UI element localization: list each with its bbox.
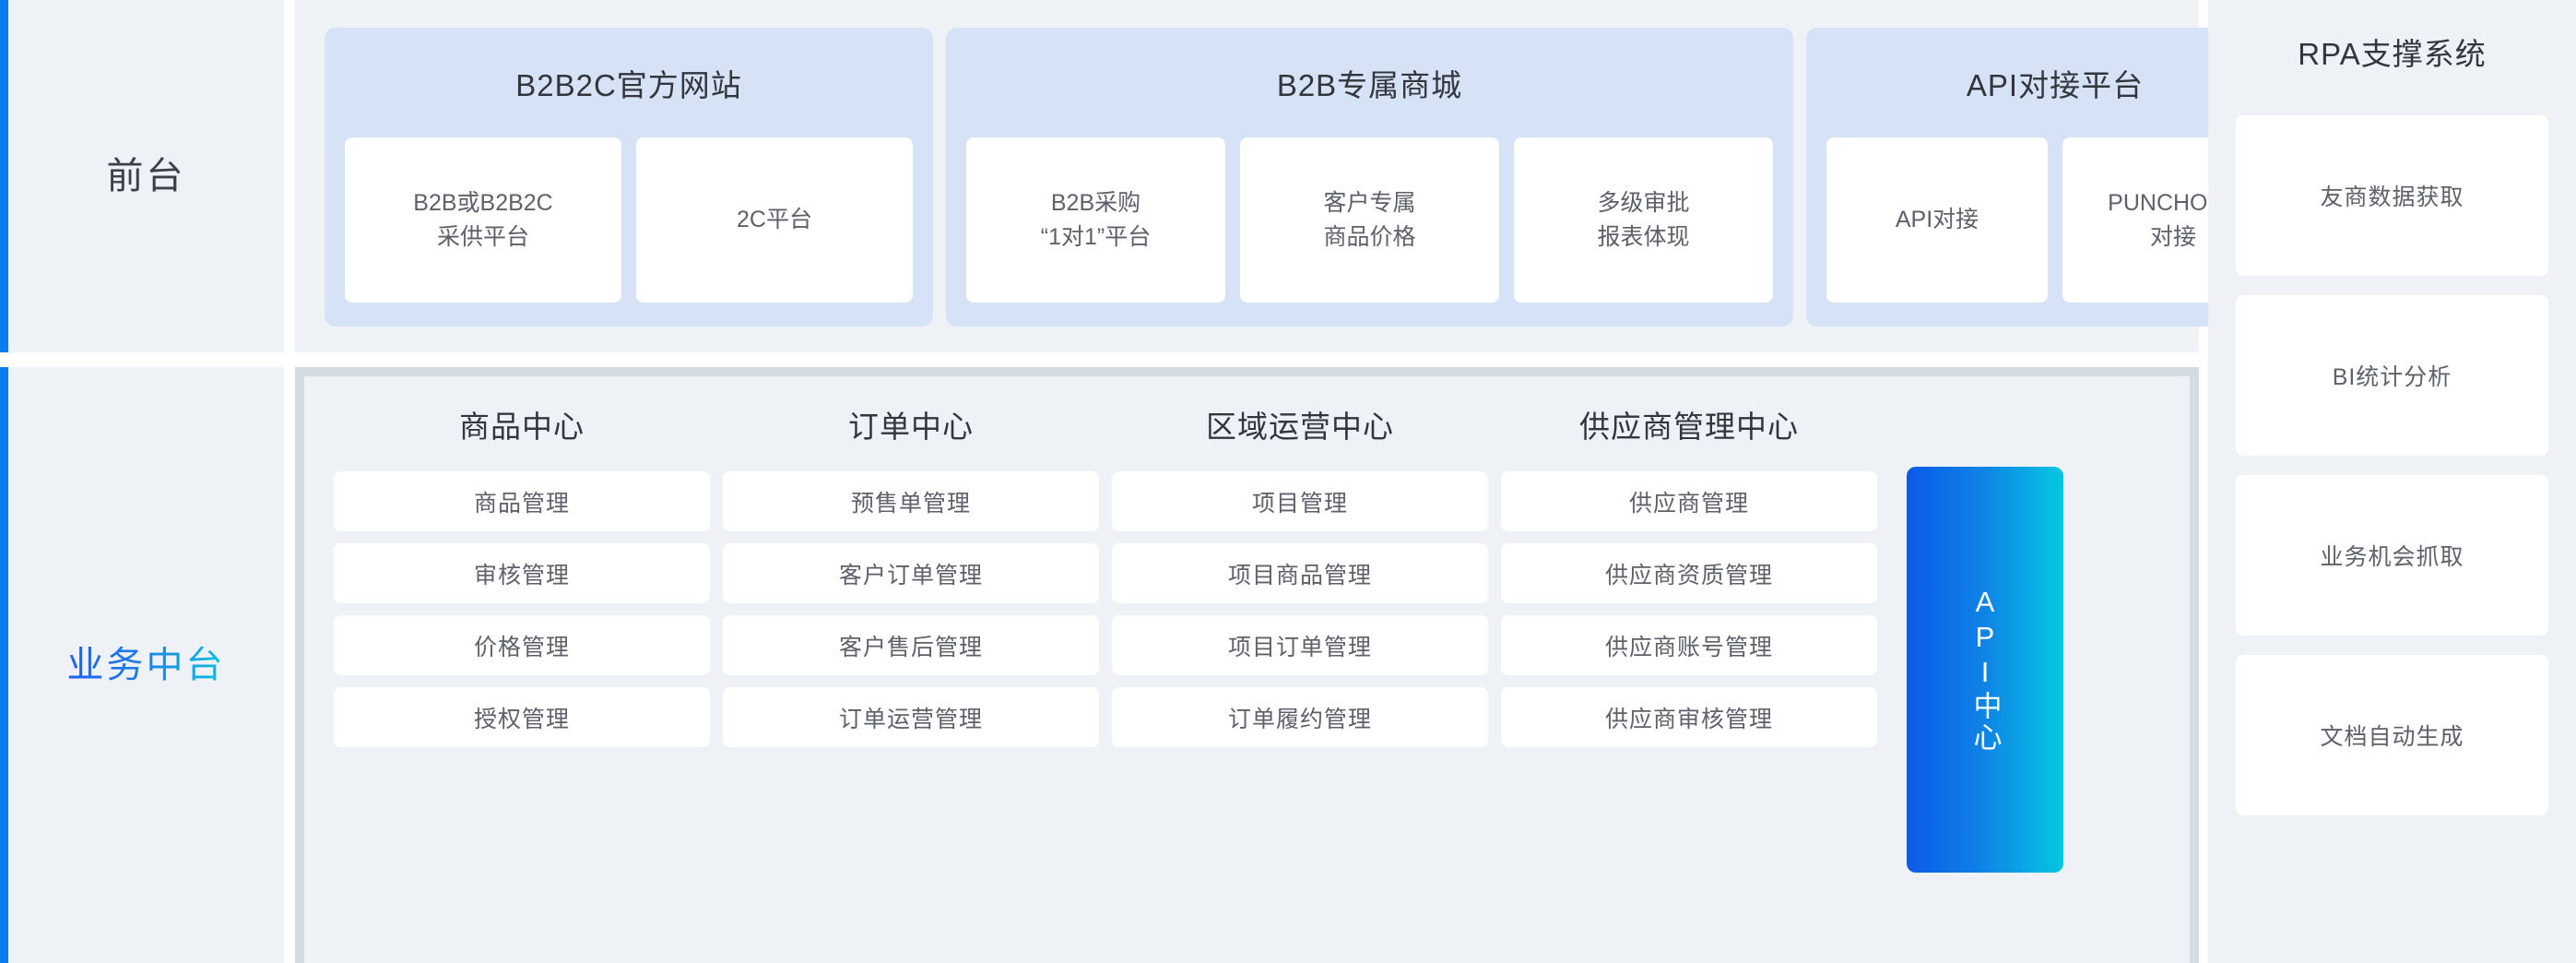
center-item-project-management[interactable]: 项目管理: [1112, 471, 1488, 531]
center-column-order: 订单中心 预售单管理 客户订单管理 客户售后管理 订单运营管理: [723, 400, 1099, 963]
center-item-customer-order-management[interactable]: 客户订单管理: [723, 543, 1099, 603]
center-item-order-fulfillment-management[interactable]: 订单履约管理: [1112, 687, 1488, 747]
center-title-product: 商品中心: [459, 410, 585, 444]
center-items-supplier-management: 供应商管理 供应商资质管理 供应商账号管理 供应商审核管理: [1501, 471, 1877, 747]
center-item-supplier-qualification-management[interactable]: 供应商资质管理: [1501, 543, 1877, 603]
center-item-audit-management[interactable]: 审核管理: [334, 543, 710, 603]
business-platform-band: 商品中心 商品管理 审核管理 价格管理 授权管理 订单中心 预售单管理 客户订单…: [295, 367, 2199, 963]
rpa-item-competitor-data-acquisition[interactable]: 友商数据获取: [2236, 115, 2548, 276]
center-item-supplier-account-management[interactable]: 供应商账号管理: [1501, 615, 1877, 675]
rpa-support-system-column: RPA支撑系统 友商数据获取 BI统计分析 业务机会抓取 文档自动生成: [2208, 0, 2576, 963]
api-hub-label: API中心: [1968, 586, 2002, 754]
tile-2c-platform[interactable]: 2C平台: [636, 137, 913, 303]
rail-front-office: 前台: [0, 0, 284, 352]
rpa-item-bi-statistical-analysis[interactable]: BI统计分析: [2236, 295, 2548, 456]
center-items-order: 预售单管理 客户订单管理 客户售后管理 订单运营管理: [723, 471, 1099, 747]
group-title-api-integration-platform: API对接平台: [1966, 68, 2145, 102]
rpa-item-business-opportunity-capture[interactable]: 业务机会抓取: [2236, 475, 2548, 636]
center-item-authorization-management[interactable]: 授权管理: [334, 687, 710, 747]
rail-label-front-office: 前台: [106, 156, 186, 196]
center-items-regional-operation: 项目管理 项目商品管理 项目订单管理 订单履约管理: [1112, 471, 1488, 747]
tile-multilevel-approval-report[interactable]: 多级审批报表体现: [1514, 137, 1773, 303]
rpa-title: RPA支撑系统: [2298, 37, 2487, 71]
rpa-items: 友商数据获取 BI统计分析 业务机会抓取 文档自动生成: [2236, 115, 2548, 815]
group-cards-b2b-exclusive-mall: B2B采购“1对1”平台 客户专属商品价格 多级审批报表体现: [966, 137, 1773, 303]
rail-business-platform: 业务中台: [0, 367, 284, 963]
center-item-supplier-management[interactable]: 供应商管理: [1501, 471, 1877, 531]
center-title-supplier-management: 供应商管理中心: [1579, 410, 1799, 444]
center-item-project-order-management[interactable]: 项目订单管理: [1112, 615, 1488, 675]
center-column-product: 商品中心 商品管理 审核管理 价格管理 授权管理: [334, 400, 710, 963]
tile-api-integration[interactable]: API对接: [1826, 137, 2048, 303]
center-title-order: 订单中心: [848, 410, 974, 444]
center-column-supplier-management: 供应商管理中心 供应商管理 供应商资质管理 供应商账号管理 供应商审核管理: [1501, 400, 1877, 963]
center-item-customer-aftersales-management[interactable]: 客户售后管理: [723, 615, 1099, 675]
center-item-product-management[interactable]: 商品管理: [334, 471, 710, 531]
api-hub-panel[interactable]: API中心: [1907, 467, 2063, 873]
tile-customer-exclusive-price[interactable]: 客户专属商品价格: [1240, 137, 1499, 303]
center-item-presale-order-management[interactable]: 预售单管理: [723, 471, 1099, 531]
center-column-regional-operation: 区域运营中心 项目管理 项目商品管理 项目订单管理 订单履约管理: [1112, 400, 1488, 963]
center-item-supplier-audit-management[interactable]: 供应商审核管理: [1501, 687, 1877, 747]
center-item-price-management[interactable]: 价格管理: [334, 615, 710, 675]
group-b2b-exclusive-mall: B2B专属商城 B2B采购“1对1”平台 客户专属商品价格 多级审批报表体现: [946, 28, 1793, 327]
center-items-product: 商品管理 审核管理 价格管理 授权管理: [334, 471, 710, 747]
center-item-order-operation-management[interactable]: 订单运营管理: [723, 687, 1099, 747]
tile-b2b-purchase-one-to-one[interactable]: B2B采购“1对1”平台: [966, 137, 1225, 303]
rail-label-business-platform: 业务中台: [66, 645, 226, 685]
center-title-regional-operation: 区域运营中心: [1206, 410, 1394, 444]
group-title-b2b2c-official-site: B2B2C官方网站: [515, 68, 742, 102]
group-title-b2b-exclusive-mall: B2B专属商城: [1276, 68, 1463, 102]
center-item-project-product-management[interactable]: 项目商品管理: [1112, 543, 1488, 603]
rpa-item-document-auto-generation[interactable]: 文档自动生成: [2236, 655, 2548, 815]
